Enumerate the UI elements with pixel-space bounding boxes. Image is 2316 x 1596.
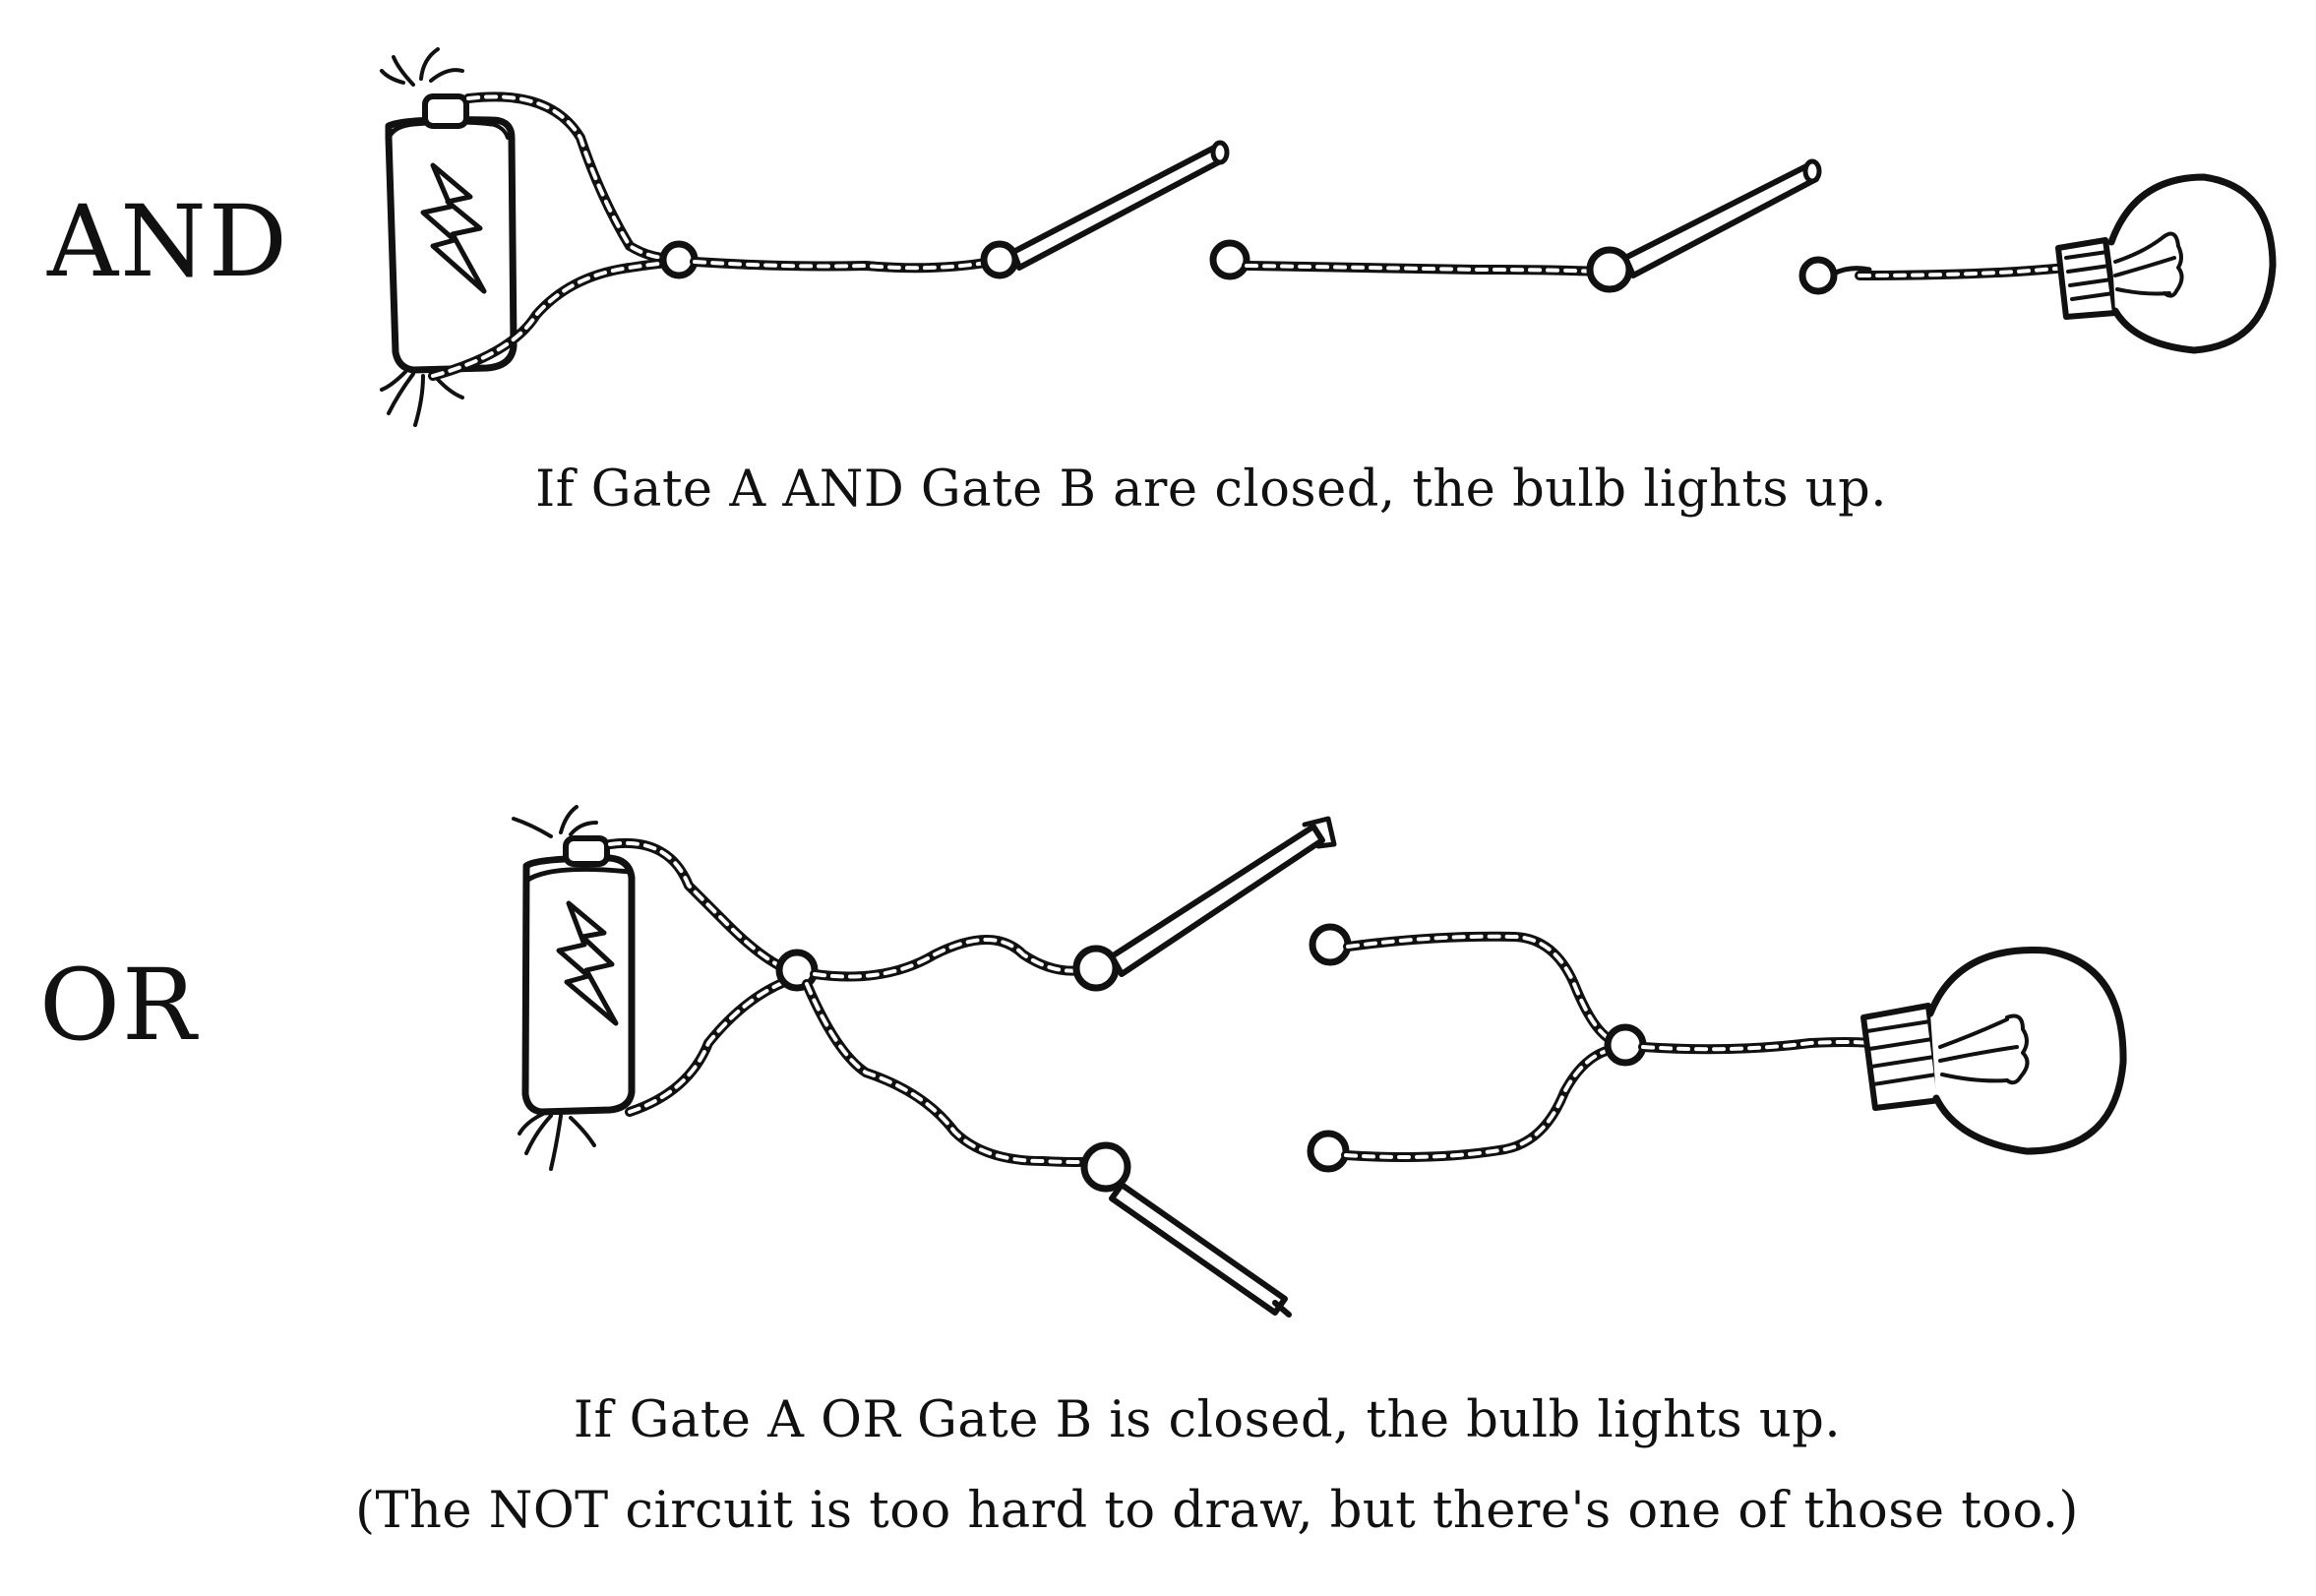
wire bbox=[466, 94, 681, 261]
wire bbox=[431, 260, 681, 378]
or-caption: If Gate A OR Gate B is closed, the bulb … bbox=[573, 1391, 1842, 1449]
or-circuit bbox=[512, 805, 2127, 1318]
wire bbox=[1641, 1040, 1871, 1052]
wire bbox=[625, 973, 800, 1117]
switch-icon bbox=[1586, 158, 1822, 293]
switch-icon bbox=[1080, 1141, 1292, 1318]
switch-icon bbox=[1072, 816, 1337, 992]
wire bbox=[628, 976, 797, 1114]
and-gate-label: AND bbox=[47, 184, 289, 299]
wire bbox=[1344, 1047, 1615, 1159]
wire bbox=[1855, 263, 2071, 280]
wire bbox=[1343, 931, 1618, 1046]
or-gate-label: OR bbox=[39, 948, 199, 1063]
switch-icon bbox=[980, 140, 1230, 279]
light-bulb-icon bbox=[2055, 173, 2277, 354]
wire bbox=[605, 838, 800, 977]
wire bbox=[1858, 266, 2068, 277]
battery-icon bbox=[512, 805, 636, 1171]
light-bulb-icon bbox=[1860, 947, 2127, 1155]
wire bbox=[1341, 1044, 1618, 1162]
battery-icon bbox=[380, 47, 518, 427]
wire bbox=[813, 938, 1084, 979]
wire bbox=[805, 982, 1096, 1164]
wire bbox=[1346, 934, 1615, 1043]
note-caption: (The NOT circuit is too hard to draw, bu… bbox=[355, 1482, 2079, 1540]
wire bbox=[810, 935, 1087, 982]
wire bbox=[1245, 264, 1601, 274]
wire bbox=[693, 260, 994, 271]
and-circuit bbox=[380, 47, 2277, 427]
wire bbox=[608, 841, 797, 974]
wire bbox=[802, 979, 1099, 1167]
and-caption: If Gate A AND Gate B are closed, the bul… bbox=[535, 460, 1887, 519]
